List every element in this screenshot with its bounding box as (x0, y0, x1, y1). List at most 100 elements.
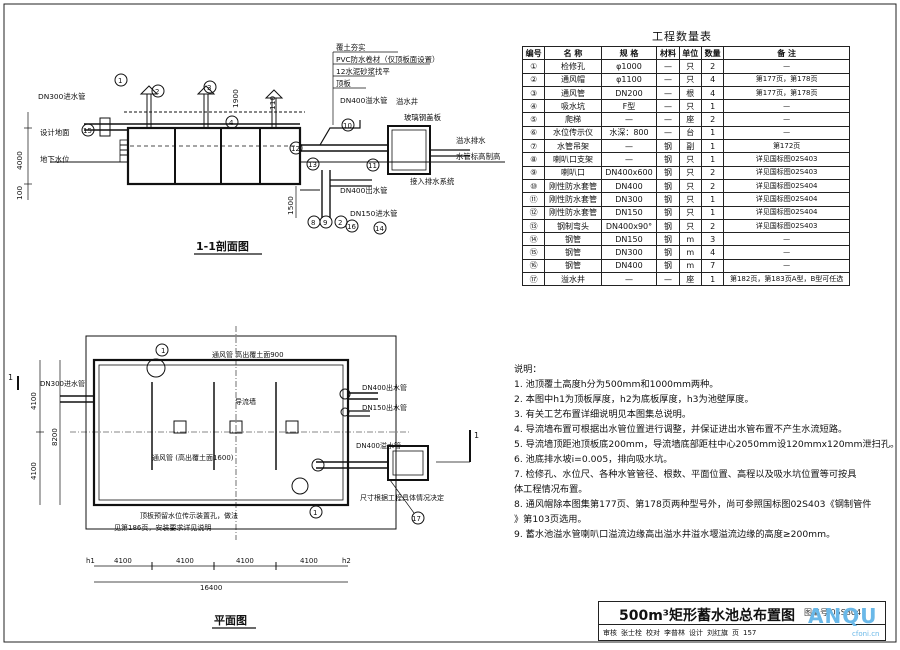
table-cell: ⑦ (521, 139, 546, 154)
svg-text:1500: 1500 (286, 196, 295, 215)
svg-text:h2: h2 (342, 557, 351, 565)
signature-cell: 校对 (646, 628, 660, 637)
table-header-cell: 单位 (678, 45, 702, 61)
table-cell: 1 (700, 125, 725, 141)
table-cell: — (600, 112, 658, 127)
table-cell: 钢管 (544, 232, 602, 247)
table-cell: 钢 (656, 152, 680, 167)
table-cell: ⑫ (521, 205, 546, 220)
table-cell: 刚性防水套管 (544, 178, 602, 194)
svg-text:4000: 4000 (15, 151, 24, 170)
table-cell: — (656, 72, 680, 87)
note-item: 7. 检修孔、水位尺、各种水管管径、根数、平面位置、高程以及吸水坑位置等可按具 (514, 469, 857, 480)
table-header-cell: 材料 (656, 45, 680, 61)
table-cell: 钢 (656, 245, 680, 260)
table-cell: 只 (678, 99, 702, 114)
svg-text:DN400出水管: DN400出水管 (362, 383, 407, 392)
table-cell: — (600, 272, 658, 287)
section-view (24, 51, 505, 235)
table-cell: 钢制弯头 (544, 218, 602, 234)
table-cell: ④ (521, 99, 546, 114)
table-cell: 钢 (656, 192, 680, 207)
table-cell: 喇叭口支架 (544, 152, 602, 167)
table-header-row: 编号 名 称 规 格 材料 单位 数量 备 注 (521, 45, 850, 61)
table-cell: 喇叭口 (544, 165, 602, 180)
watermark-url: cfoni.cn (852, 630, 880, 638)
svg-text:DN400出水管: DN400出水管 (340, 186, 388, 195)
svg-text:地下水位: 地下水位 (40, 155, 70, 164)
title-block: 500m³矩形蓄水池总布置图 图集号 05S804 审核张士栓校对李普林设计刘红… (598, 601, 886, 641)
svg-text:导流墙: 导流墙 (235, 397, 256, 406)
note-item: 》第103页选用。 (514, 514, 587, 525)
table-cell: — (600, 139, 658, 154)
table-cell: — (723, 112, 850, 127)
table-cell: 2 (700, 59, 725, 74)
table-cell: F型 (600, 99, 658, 114)
table-cell: 4 (700, 245, 725, 260)
note-item: 3. 有关工艺布置详细说明见本图集总说明。 (514, 409, 692, 420)
table-cell: ③ (521, 85, 546, 101)
table-cell: — (723, 258, 850, 274)
table-cell: ⑥ (521, 125, 546, 141)
table-cell: 水深：800 (600, 125, 658, 141)
svg-text:玻璃钢盖板: 玻璃钢盖板 (404, 113, 442, 122)
svg-text:1: 1 (474, 431, 479, 440)
table-cell: ① (521, 59, 546, 74)
svg-text:1: 1 (161, 347, 165, 355)
table-cell: m (678, 258, 702, 274)
table-cell: 1 (700, 99, 725, 114)
table-cell: 副 (678, 139, 702, 154)
svg-text:16400: 16400 (200, 584, 222, 592)
table-cell: 钢 (656, 205, 680, 220)
note-item: 9. 蓄水池溢水管喇叭口溢流边缘高出溢水井溢水堰溢流边缘的高度≥200mm。 (514, 529, 836, 540)
table-cell: 只 (678, 218, 702, 234)
table-cell: DN400 (600, 258, 658, 274)
svg-text:DN150出水管: DN150出水管 (362, 403, 407, 412)
svg-text:顶板: 顶板 (336, 79, 351, 88)
svg-text:4100: 4100 (300, 557, 318, 565)
table-cell: 吸水坑 (544, 99, 602, 114)
table-cell: 第182页，第183页A型，B型可任选 (723, 272, 850, 287)
table-cell: m (678, 245, 702, 260)
table-cell: 溢水井 (544, 272, 602, 287)
table-cell: 1 (700, 272, 725, 287)
table-cell: 详见国标图02S403 (723, 165, 850, 180)
svg-text:溢水排水: 溢水排水 (456, 136, 486, 145)
table-cell: 只 (678, 59, 702, 74)
table-cell: ⑧ (521, 152, 546, 167)
table-cell: 1 (700, 192, 725, 207)
table-title: 工程数量表 (652, 30, 712, 43)
svg-text:覆土夯实: 覆土夯实 (336, 43, 366, 52)
svg-text:水管标高制高: 水管标高制高 (456, 152, 500, 161)
svg-text:4100: 4100 (176, 557, 194, 565)
table-cell: DN400x600 (600, 165, 658, 180)
svg-text:4100: 4100 (114, 557, 132, 565)
table-cell: — (723, 125, 850, 141)
table-cell: 详见国标图02S404 (723, 192, 850, 207)
plan-title: 平面图 (214, 614, 247, 627)
table-cell: 台 (678, 125, 702, 141)
signature-cell: 审核 (603, 628, 617, 637)
table-cell: 1 (700, 139, 725, 154)
table-cell: — (656, 99, 680, 114)
section-labels: 覆土夯实 PVC防水卷材（仅顶板面设置） 12水泥砂浆找平 顶板 DN300进水… (15, 43, 500, 218)
table-cell: 详见国标图02S404 (723, 178, 850, 194)
table-cell: 2 (700, 165, 725, 180)
table-cell: — (656, 59, 680, 74)
svg-text:12水泥砂浆找平: 12水泥砂浆找平 (336, 67, 390, 76)
table-cell: 详见国标图02S404 (723, 205, 850, 220)
table-cell: m (678, 232, 702, 247)
table-header-cell: 编号 (521, 45, 546, 61)
sheet-border (3, 3, 897, 643)
svg-text:设计地面: 设计地面 (40, 128, 70, 137)
table-cell: 详见国标图02S403 (723, 218, 850, 234)
table-header-cell: 数量 (700, 45, 725, 61)
table-cell: DN150 (600, 232, 658, 247)
